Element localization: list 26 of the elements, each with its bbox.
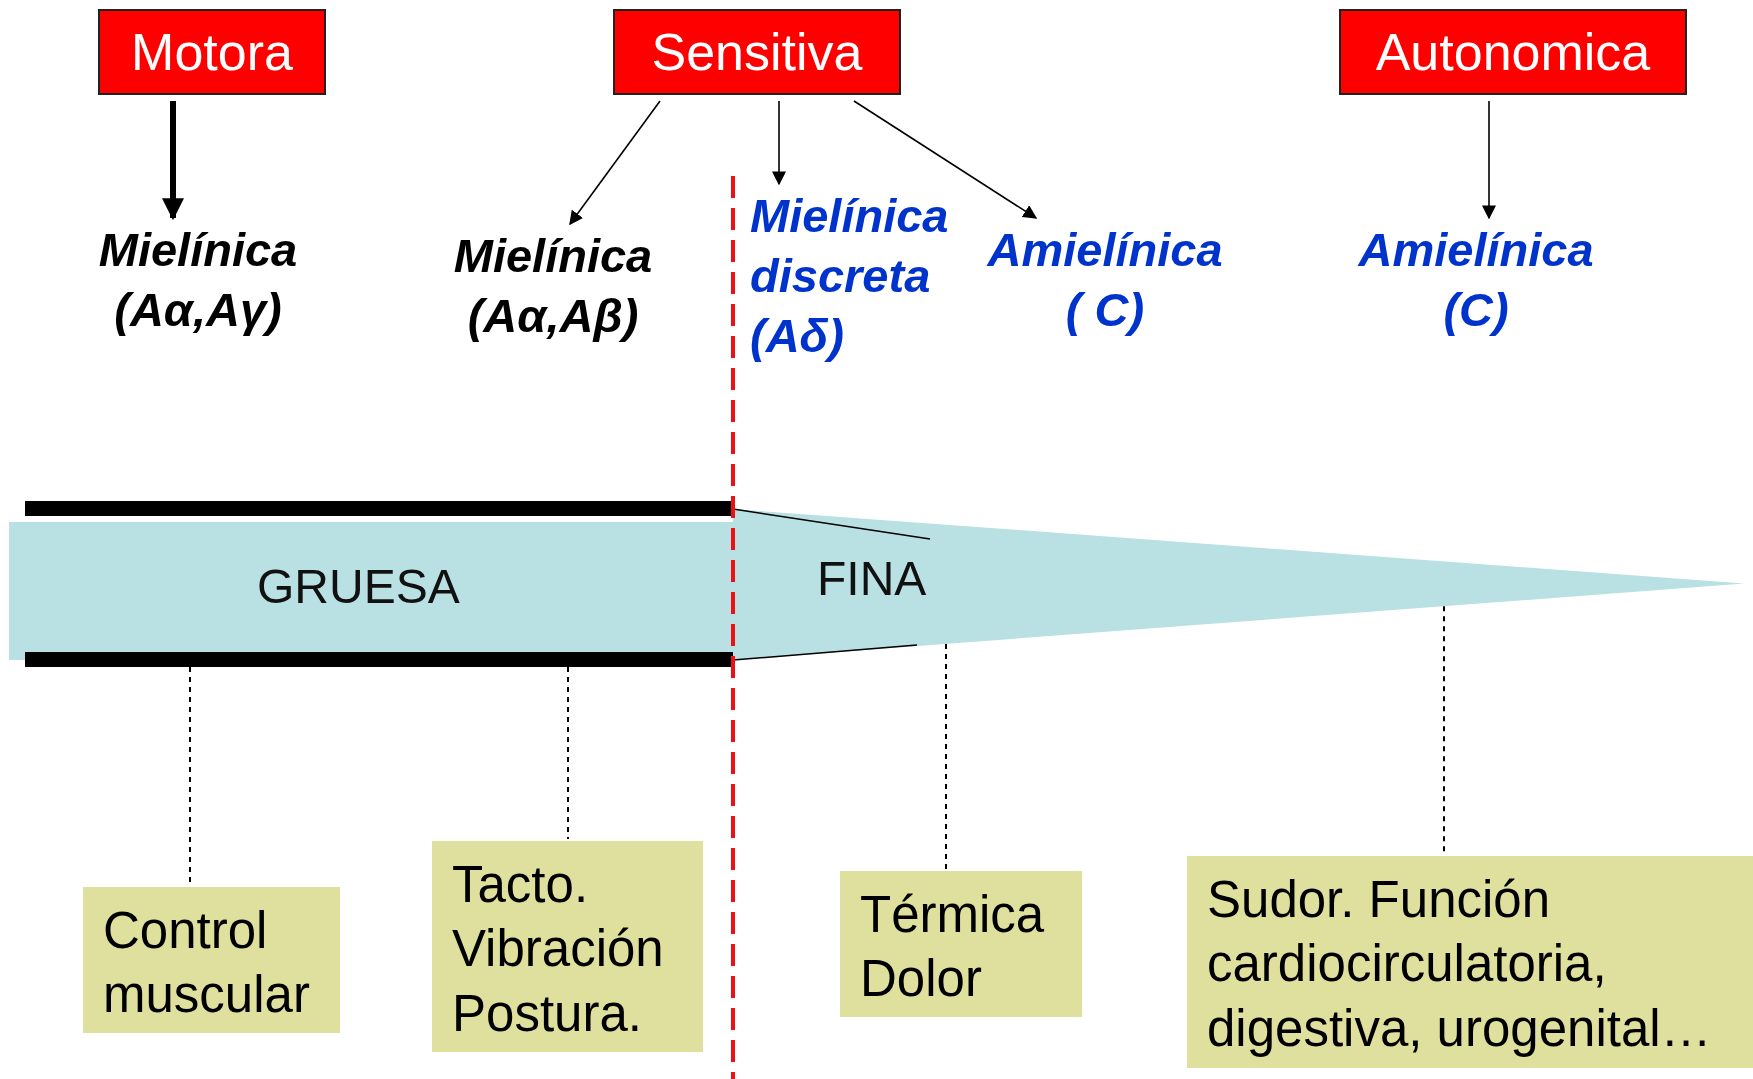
category-box: Autonomica <box>1339 9 1687 95</box>
function-box: Térmica Dolor <box>840 871 1082 1017</box>
fiber-type-label: Mielínica <box>452 228 654 284</box>
dotted-connector <box>945 642 947 870</box>
arrow <box>853 100 1038 219</box>
function-box: Sudor. Función cardiocirculatoria, digestiva, urogenital… <box>1187 856 1753 1068</box>
arrow <box>772 100 786 186</box>
fiber-size-label: GRUESA <box>257 559 460 614</box>
fiber-type-label: (Aδ) <box>750 308 845 365</box>
dotted-connector <box>567 666 569 840</box>
function-box: Control muscular <box>83 887 340 1033</box>
arrow <box>162 101 184 221</box>
arrow <box>569 100 661 226</box>
fiber-type-label: ( C) <box>1064 282 1146 339</box>
fiber-type-label: (C) <box>1442 282 1510 339</box>
function-box: Tacto. Vibración Postura. <box>432 841 703 1052</box>
fiber-type-label: (Aα,Aβ) <box>466 288 640 345</box>
arrow <box>1482 100 1496 220</box>
fiber-type-label: Mielínica <box>97 222 299 278</box>
fiber-type-label: Mielínica discreta <box>750 188 950 305</box>
fiber-size-label: FINA <box>817 551 927 606</box>
category-box: Sensitiva <box>613 9 901 95</box>
fiber-type-label: (Aα,Aγ) <box>113 282 283 339</box>
fiber-type-label: Amielínica <box>985 222 1224 278</box>
category-box: Motora <box>98 9 326 95</box>
fiber-type-label: Amielínica <box>1356 222 1595 278</box>
